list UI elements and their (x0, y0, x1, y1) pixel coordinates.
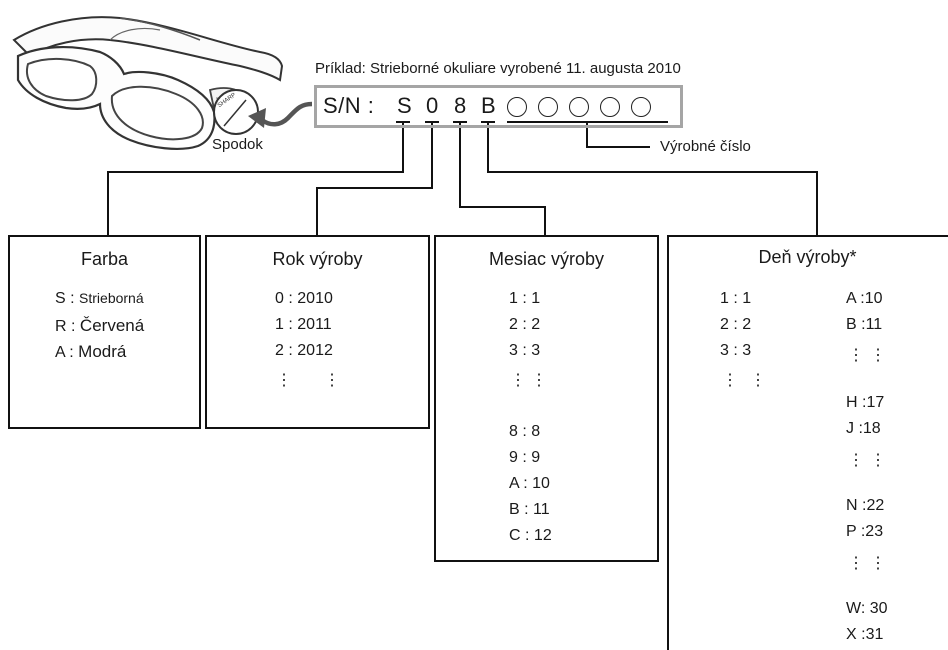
color-connector (107, 122, 404, 236)
year-row: 1 : 2011 (275, 316, 332, 333)
color-box: Farba (8, 235, 201, 429)
month-box-title: Mesiac výroby (488, 249, 605, 269)
code-day: B (481, 93, 496, 118)
day-row: 2 : 2 (720, 316, 752, 333)
serial-digit-placeholder (538, 97, 558, 117)
serial-digit-placeholder (600, 97, 620, 117)
color-row: A : Modrá (55, 342, 127, 361)
example-caption: Príklad: Strieborné okuliare vyrobené 11… (315, 60, 681, 77)
ellipsis-icon: ⋮ (276, 372, 292, 389)
day-box-title: Deň výroby* (758, 247, 857, 267)
year-box: Rok výroby (205, 235, 430, 429)
day-row: 1 : 1 (720, 290, 752, 307)
year-row: 2 : 2012 (275, 342, 333, 359)
ellipsis-icon: ⋮ (531, 372, 547, 389)
day-box-top-border (667, 235, 948, 237)
month-row: C : 12 (509, 527, 552, 544)
month-row: 2 : 2 (509, 316, 541, 333)
day-row: A :10 (846, 290, 883, 307)
serial-digit-placeholder (507, 97, 527, 117)
serial-number-leader (586, 122, 650, 148)
ellipsis-icon: ⋮ (722, 372, 738, 389)
arrow-head-icon (248, 108, 266, 128)
month-row: 9 : 9 (509, 449, 541, 466)
bottom-label: Spodok (212, 136, 263, 153)
day-row: B :11 (846, 316, 883, 333)
ellipsis-icon: ⋮ (870, 452, 886, 469)
serial-number-label: Výrobné číslo (660, 138, 751, 155)
serial-number-box (314, 85, 683, 128)
color-row: S : Strieborná (55, 290, 144, 307)
month-connector (459, 122, 546, 236)
day-row: N :22 (846, 497, 885, 514)
serial-digit-placeholder (631, 97, 651, 117)
day-box-left-border (667, 235, 669, 650)
color-row: R : Červená (55, 316, 145, 335)
month-box: Mesiac výroby (434, 235, 659, 562)
year-row: 0 : 2010 (275, 290, 333, 307)
serial-digit-placeholder (569, 97, 589, 117)
month-row: B : 11 (509, 501, 550, 518)
ellipsis-icon: ⋮ (848, 347, 864, 364)
day-row: J :18 (846, 420, 881, 437)
day-row: H :17 (846, 394, 885, 411)
day-row: X :31 (846, 626, 884, 643)
year-connector (316, 122, 433, 236)
code-color: S (397, 93, 412, 118)
day-row: P :23 (846, 523, 884, 540)
ellipsis-icon: ⋮ (870, 555, 886, 572)
ellipsis-icon: ⋮ (870, 347, 886, 364)
month-row: 3 : 3 (509, 342, 541, 359)
day-row: W: 30 (846, 600, 888, 617)
month-row: A : 10 (509, 475, 550, 492)
day-row: 3 : 3 (720, 342, 752, 359)
ellipsis-icon: ⋮ (848, 555, 864, 572)
month-row: 1 : 1 (509, 290, 541, 307)
ellipsis-icon: ⋮ (324, 372, 340, 389)
serial-prefix: S/N : (323, 93, 375, 118)
ellipsis-icon: ⋮ (510, 372, 526, 389)
code-month: 8 (454, 93, 467, 118)
ellipsis-icon: ⋮ (750, 372, 766, 389)
month-row: 8 : 8 (509, 423, 541, 440)
code-year: 0 (426, 93, 439, 118)
year-box-title: Rok výroby (272, 249, 363, 269)
glasses-illustration: SHARP (12, 16, 313, 150)
color-box-title: Farba (80, 249, 129, 269)
day-connector (487, 122, 818, 236)
ellipsis-icon: ⋮ (848, 452, 864, 469)
